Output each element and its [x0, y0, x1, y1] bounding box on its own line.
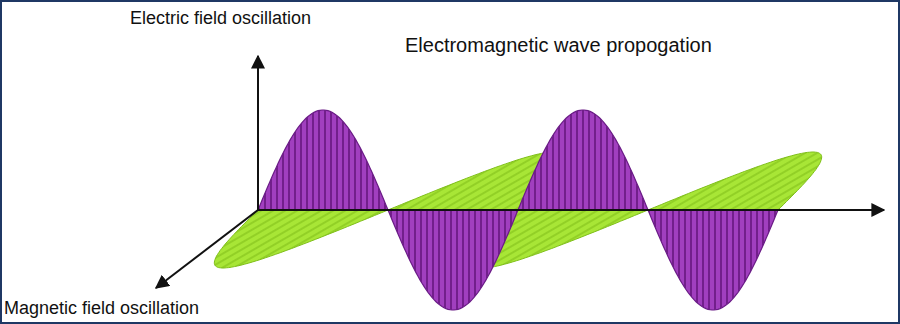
electric-lobe [388, 210, 518, 310]
electric-axis [257, 56, 259, 210]
propagation-axis [258, 209, 884, 211]
axis-label: Magnetic field oscillation [4, 298, 199, 319]
electric-lobe [648, 210, 778, 310]
axis-label: Electromagnetic wave propogation [405, 34, 712, 57]
axis-label: Electric field oscillation [130, 8, 311, 29]
electric-lobe [258, 110, 388, 210]
electric-lobe [518, 110, 648, 210]
magnetic-lobe [648, 152, 822, 210]
magnetic-lobe [214, 210, 388, 268]
magnetic-axis [156, 210, 258, 288]
